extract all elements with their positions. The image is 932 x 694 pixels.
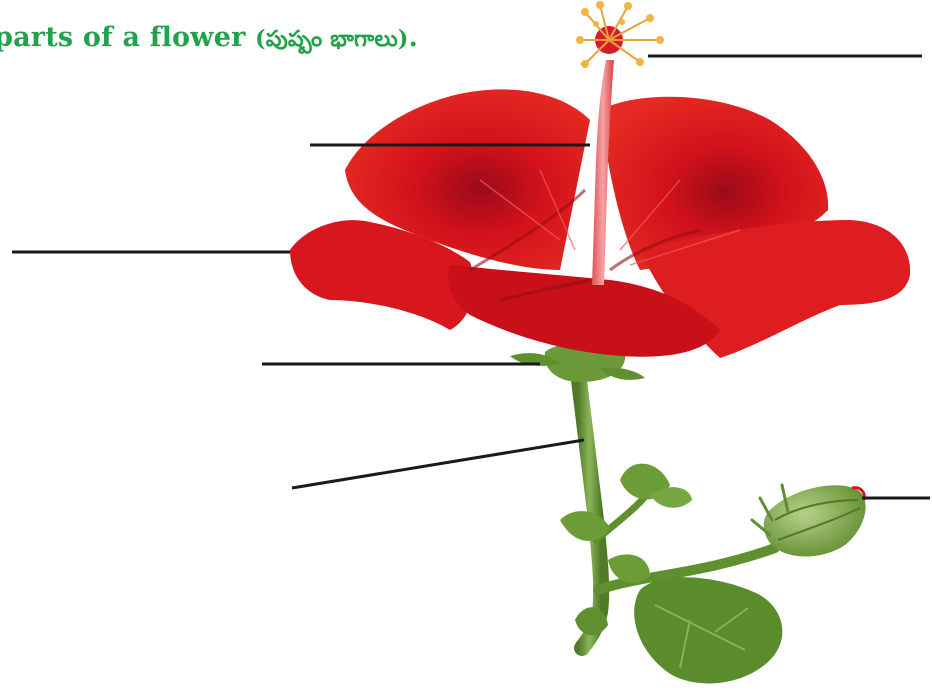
stalk-label-line [292,440,584,488]
stigma [576,1,664,68]
